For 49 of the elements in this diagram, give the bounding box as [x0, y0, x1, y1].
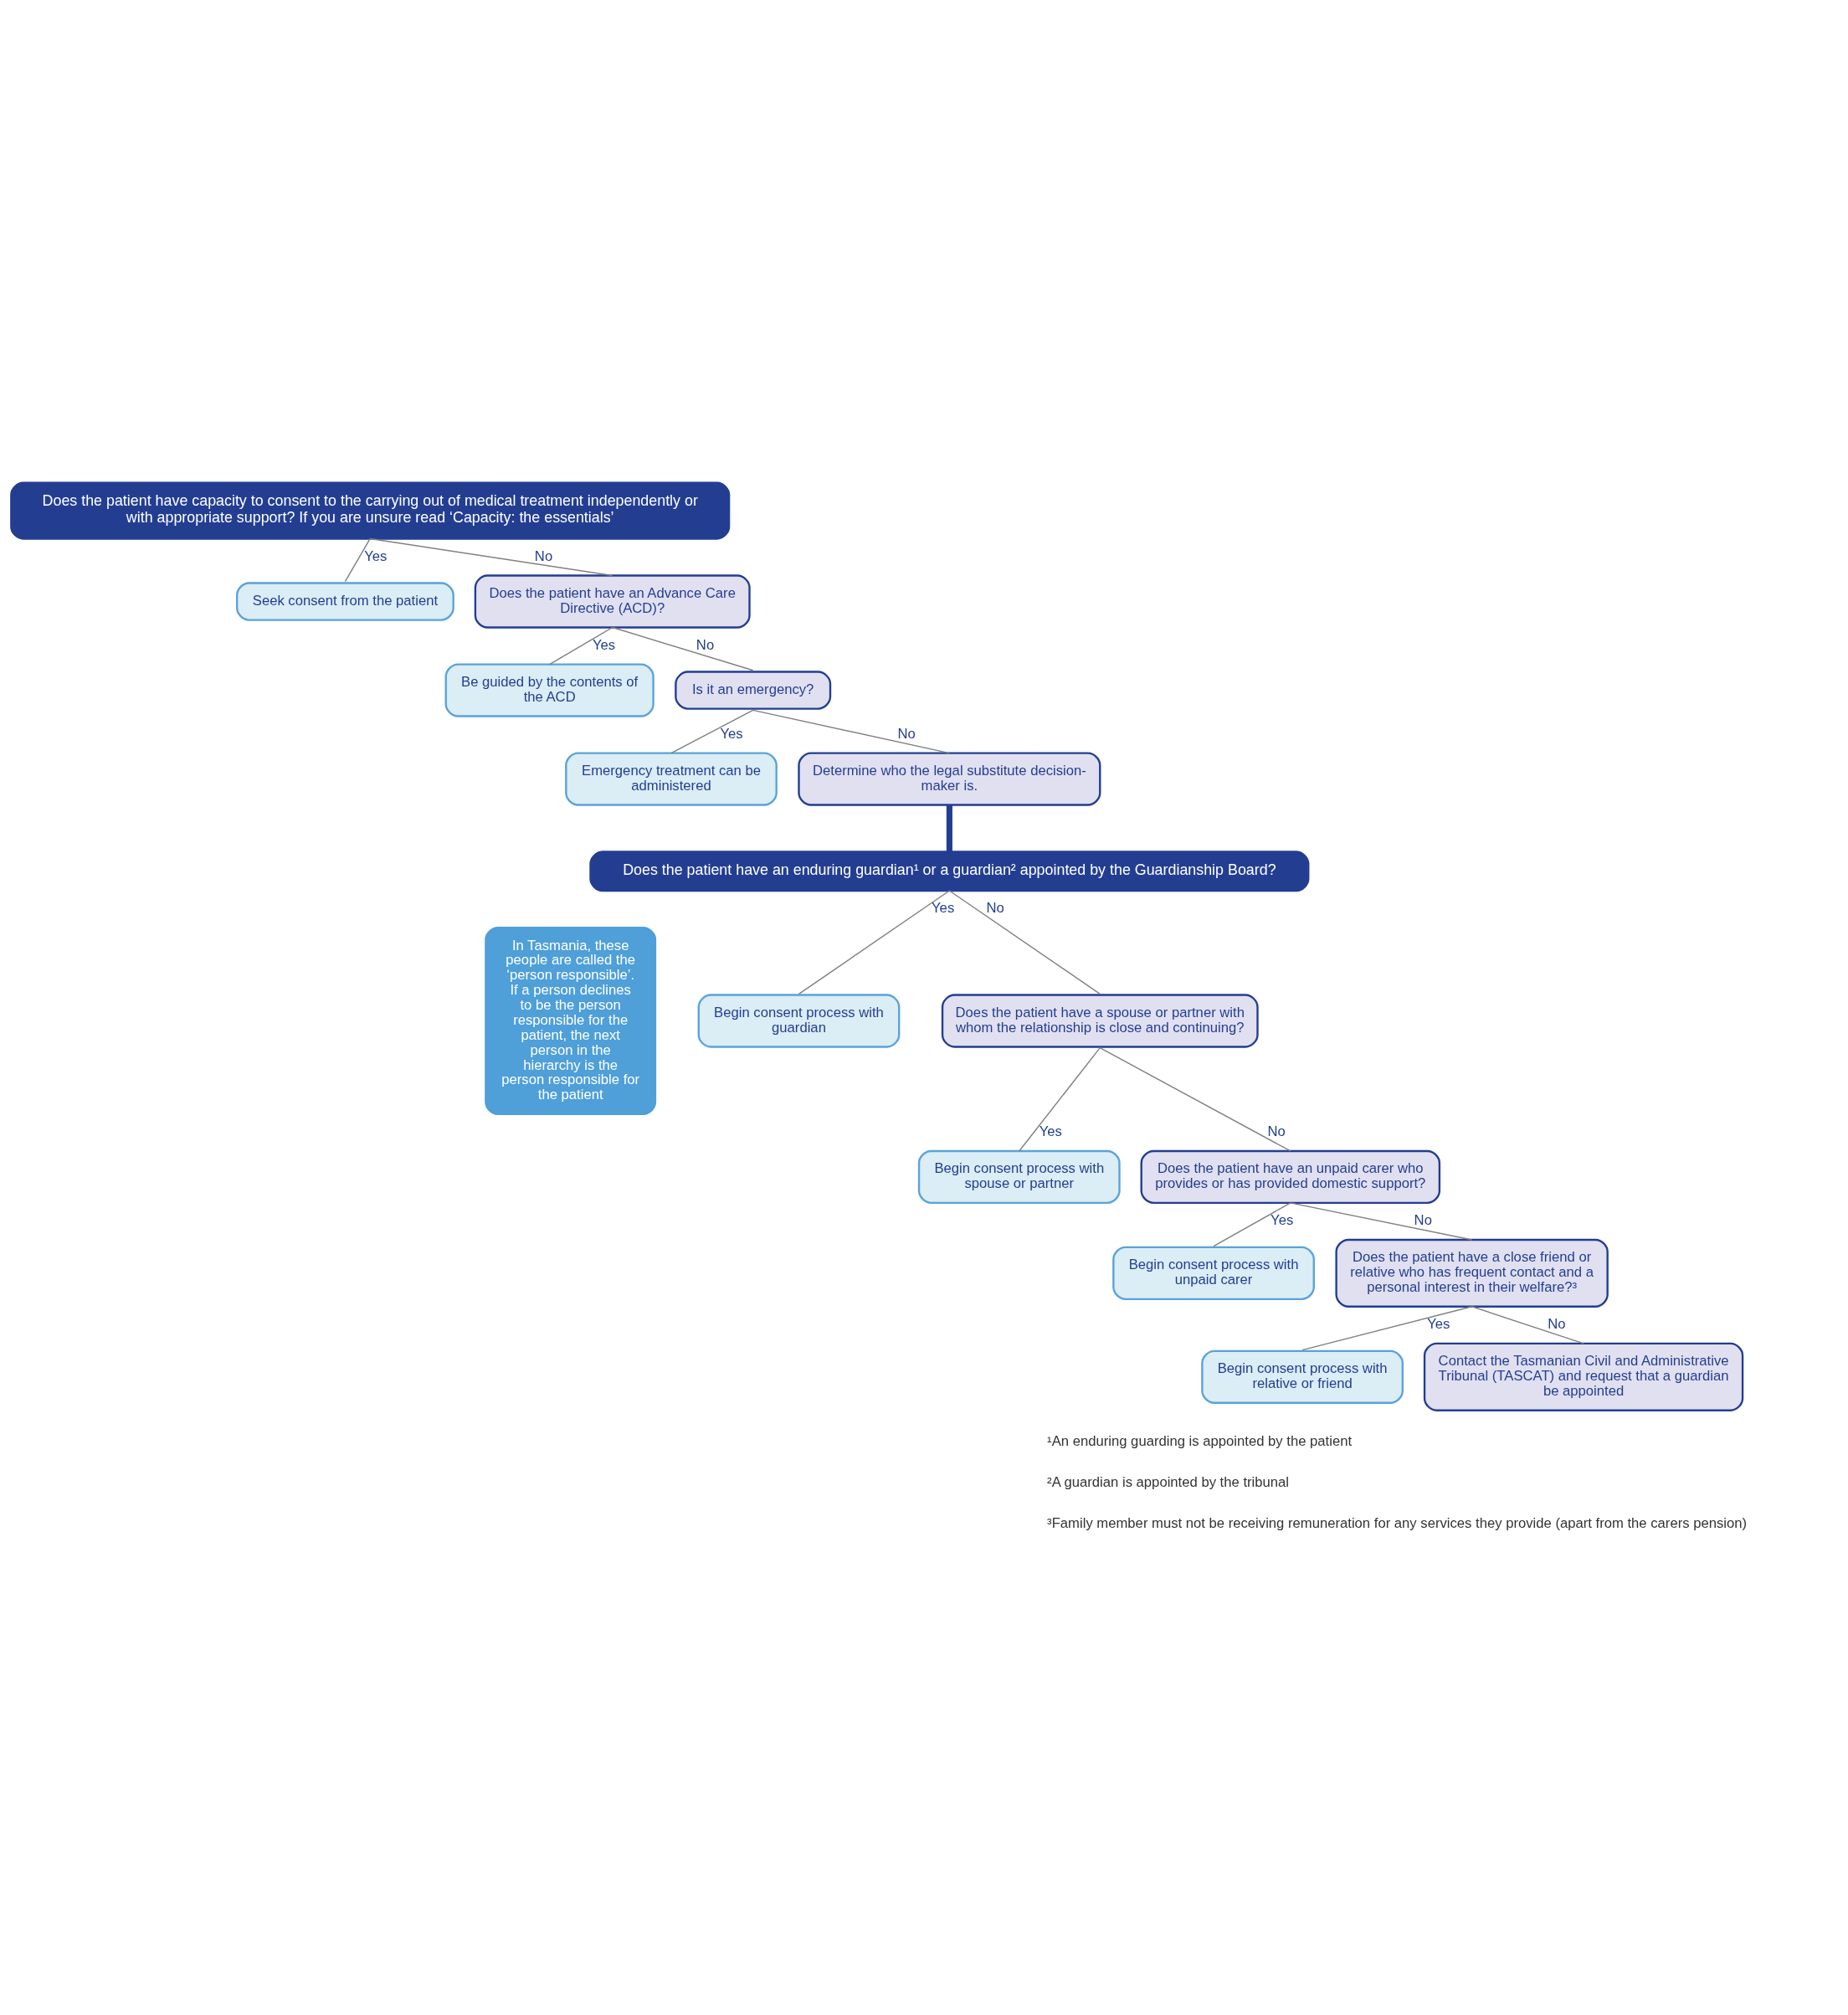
edge-label: No: [1548, 1315, 1566, 1332]
connector: [752, 709, 951, 753]
edge-label: No: [897, 725, 916, 742]
node-box: Does the patient have a spouse or partner with whom the relationship is close and continuing?: [941, 993, 1259, 1048]
edge-label: Yes: [720, 725, 743, 742]
connector: [1290, 1201, 1473, 1241]
node-box: Seek consent from the patient: [236, 581, 454, 621]
edge-label: No: [1414, 1211, 1432, 1228]
label: ²A guardian is appointed by the tribunal: [1047, 1473, 1290, 1490]
node-box: Begin consent process with relative or friend: [1201, 1349, 1404, 1404]
node-box: Contact the Tasmanian Civil and Administrative Tribunal (TASCAT) and request that a guardian be appointed: [1423, 1342, 1744, 1411]
connector: [548, 626, 613, 665]
label: ³Family member must not be receiving remuneration for any services they provide (apart from the carers pension): [1047, 1514, 1748, 1531]
connector: [948, 889, 1101, 995]
edge-label: No: [696, 636, 715, 653]
edge-label: Yes: [1427, 1315, 1450, 1332]
connector: [1213, 1201, 1291, 1247]
node-box: Does the patient have an enduring guardian¹ or a guardian² appointed by the Guardianship Board?: [589, 850, 1310, 892]
edge-label: No: [986, 899, 1004, 916]
connector: [1301, 1305, 1473, 1350]
node-box: Is it an emergency?: [675, 670, 832, 710]
node-box: Does the patient have an unpaid carer who provides or has provided domestic support?: [1140, 1149, 1441, 1204]
connector: [670, 709, 754, 753]
node-box: Determine who the legal substitute decision-maker is.: [798, 751, 1101, 806]
edge-label: Yes: [1039, 1123, 1062, 1139]
edge-label: No: [534, 547, 553, 564]
connector: [1471, 1305, 1584, 1344]
connector: [1019, 1046, 1101, 1152]
node-box: Be guided by the contents of the ACD: [444, 662, 654, 717]
connector: [344, 537, 371, 582]
edge-label: No: [1267, 1123, 1286, 1139]
connector: [798, 889, 951, 995]
node-box: In Tasmania, these people are called the ‘person responsible’. If a person declines to be the person responsible for the patient, the next person in the hierarchy is the person responsible for the patient: [485, 926, 657, 1115]
node-box: Does the patient have an Advance Care Directive (ACD)?: [474, 573, 751, 629]
edge-label: Yes: [932, 899, 955, 916]
edge-label: Yes: [1270, 1211, 1294, 1228]
edge-label: Yes: [364, 547, 388, 564]
node-box: Does the patient have a close friend or relative who has frequent contact and a personal interest in their welfare?³: [1335, 1238, 1609, 1308]
connector: [612, 626, 754, 671]
connector: [1099, 1046, 1291, 1152]
label: ¹An enduring guarding is appointed by the patient: [1047, 1432, 1353, 1449]
edge-label: Yes: [593, 636, 616, 653]
node-box: Does the patient have capacity to consent to the carrying out of medical treatment independently or with appropriate support? If you are unsure read ‘Capacity: the essentials’: [10, 481, 731, 540]
node-box: Begin consent process with guardian: [697, 993, 901, 1048]
connector: [369, 537, 613, 576]
connector: [946, 804, 952, 852]
node-box: Begin consent process with spouse or partner: [917, 1149, 1121, 1204]
node-box: Emergency treatment can be administered: [565, 751, 778, 806]
node-box: Begin consent process with unpaid carer: [1112, 1246, 1315, 1300]
